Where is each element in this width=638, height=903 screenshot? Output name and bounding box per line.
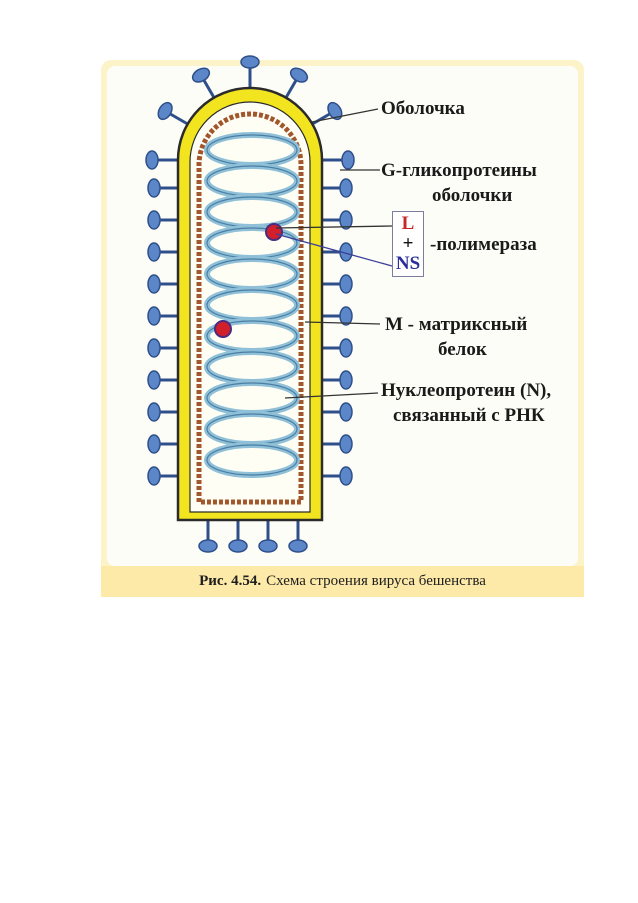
leader-nucleoprotein (284, 392, 379, 399)
glycoprotein-icon (322, 178, 353, 198)
label-glycoproteins-1: G-гликопротеины (381, 160, 537, 181)
glycoprotein-icon (322, 306, 353, 326)
polymerase-L: L (401, 213, 415, 234)
glycoprotein-icon (322, 466, 353, 486)
label-envelope: Оболочка (381, 98, 465, 119)
glycoprotein-icon (147, 242, 178, 262)
polymerase-dot-lower (214, 320, 232, 338)
leader-polymerase-L (275, 225, 393, 229)
glycoprotein-icon (147, 306, 178, 326)
glycoprotein-icon (322, 210, 353, 230)
glycoprotein-icon (147, 434, 178, 454)
leader-polymerase-NS (275, 233, 393, 267)
glycoprotein-icon (147, 210, 178, 230)
glycoprotein-icon (322, 434, 353, 454)
glycoprotein-icon (147, 178, 178, 198)
polymerase-dot-upper (265, 223, 283, 241)
label-nucleoprotein-2: связанный с РНК (393, 405, 545, 426)
glycoprotein-icon (147, 370, 178, 390)
glycoprotein-icon (191, 67, 216, 99)
glycoprotein-icon (157, 101, 189, 126)
label-matrix-2: белок (438, 339, 487, 360)
glycoprotein-icon (145, 150, 178, 170)
glycoprotein-icon (288, 520, 308, 553)
glycoprotein-icon (311, 101, 343, 126)
glycoprotein-spikes (145, 55, 355, 553)
glycoprotein-icon (322, 338, 353, 358)
glycoprotein-icon (198, 520, 218, 553)
label-matrix-1: М - матриксный (385, 314, 528, 335)
glycoprotein-icon (322, 370, 353, 390)
polymerase-box: L + NS (392, 211, 424, 277)
polymerase-plus: + (402, 233, 414, 254)
leader-envelope (311, 108, 379, 123)
glycoprotein-icon (240, 55, 260, 88)
caption-number: Рис. 4.54. (199, 573, 262, 589)
glycoprotein-icon (228, 520, 248, 553)
glycoprotein-icon (147, 338, 178, 358)
glycoprotein-icon (322, 242, 353, 262)
leader-matrix (304, 321, 381, 325)
helix-coil-outline (206, 444, 298, 476)
glycoprotein-icon (322, 150, 355, 170)
leader-lines (275, 108, 393, 399)
glycoprotein-icon (147, 466, 178, 486)
label-glycoproteins-2: оболочки (432, 185, 513, 206)
glycoprotein-icon (322, 402, 353, 422)
polymerase-NS: NS (395, 253, 421, 274)
glycoprotein-icon (284, 67, 309, 99)
glycoprotein-icon (258, 520, 278, 553)
caption-bar: Рис. 4.54.Схема строения вируса бешенств… (101, 566, 584, 597)
figure-caption: Рис. 4.54.Схема строения вируса бешенств… (199, 573, 486, 590)
caption-text: Схема строения вируса бешенства (266, 573, 486, 589)
glycoprotein-icon (322, 274, 353, 294)
label-nucleoprotein-1: Нуклеопротеин (N), (381, 380, 552, 401)
glycoprotein-icon (147, 402, 178, 422)
glycoprotein-icon (147, 274, 178, 294)
label-polymerase: -полимераза (430, 234, 537, 255)
